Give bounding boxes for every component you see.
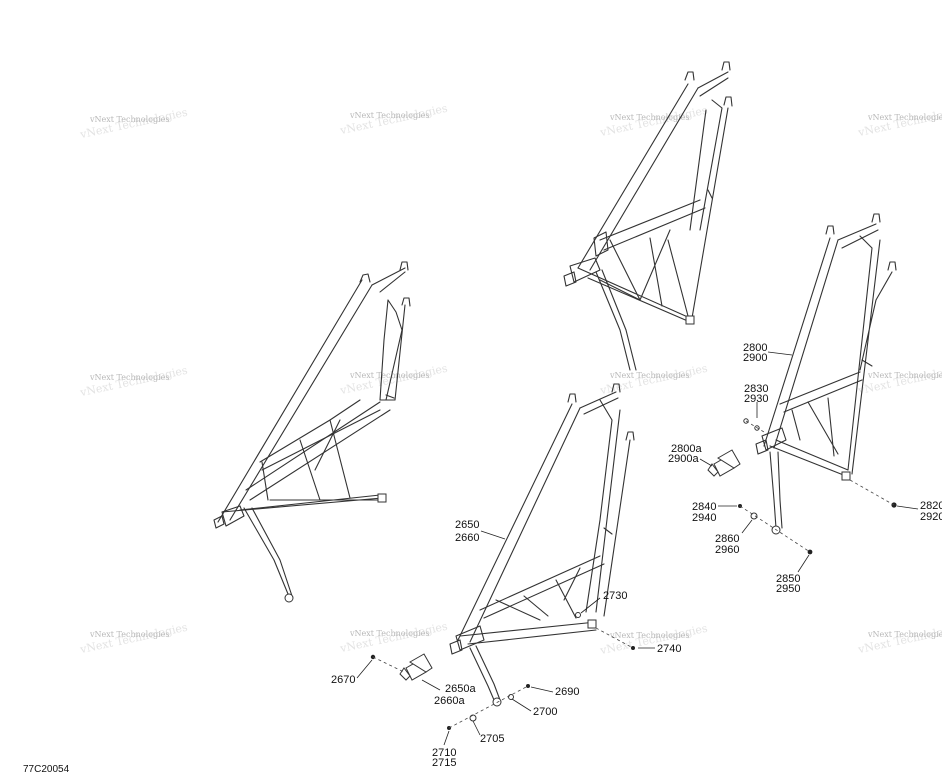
watermark: vNext Technologies vNext Technologies: [338, 620, 449, 656]
watermark-text: vNext Technologies: [867, 113, 942, 122]
label-2650: 2650: [455, 519, 479, 531]
frame-right-foot: [841, 471, 851, 481]
watermark: vNext Technologies vNext Technologies: [598, 104, 709, 140]
label-2860: 2860: [715, 533, 739, 545]
watermark-text: vNext Technologies: [349, 111, 429, 120]
label-2840: 2840: [692, 501, 716, 513]
frame-center-foot: [587, 619, 597, 629]
clip-2730: [575, 612, 581, 618]
label-2740: 2740: [657, 643, 681, 655]
label-2730: 2730: [603, 590, 627, 602]
frame-left: [213, 261, 411, 603]
axis-2740: [595, 627, 634, 649]
watermark: vNext Technologies vNext Technologies: [598, 622, 709, 658]
frame-top: [563, 61, 733, 371]
label-2960: 2960: [715, 544, 739, 556]
watermark-text: vNext Technologies: [609, 371, 689, 380]
frame-center: [449, 383, 635, 707]
label-2690: 2690: [555, 686, 579, 698]
bracket-2650a: [399, 653, 433, 681]
watermark: vNext Technologies vNext Technologies: [338, 102, 449, 138]
label-2660a: 2660a: [434, 695, 465, 707]
leader-lines: [356, 351, 919, 746]
watermark: vNext Technologies vNext Technologies: [78, 106, 189, 142]
label-2705: 2705: [480, 733, 504, 745]
label-2930: 2930: [744, 393, 768, 405]
frame-center-pin: [492, 697, 502, 707]
watermark-text: vNext Technologies: [609, 113, 689, 122]
watermark: vNext Technologies vNext Technologies: [856, 362, 942, 398]
watermark-text: vNext Technologies: [609, 631, 689, 640]
frame-top-foot: [685, 315, 695, 325]
watermark: vNext Technologies vNext Technologies: [78, 621, 189, 657]
bushing-2860: [750, 512, 758, 520]
axis-2850: [739, 505, 811, 553]
watermark-text: vNext Technologies: [867, 371, 942, 380]
label-2800a: 2800a: [671, 443, 702, 455]
watermark-layer: vNext Technologies vNext Technologies vN…: [78, 102, 942, 658]
label-2950: 2950: [776, 583, 800, 595]
watermark-text: vNext Technologies: [89, 630, 169, 639]
watermark-text: vNext Technologies: [89, 373, 169, 382]
washer-2690: [526, 684, 530, 688]
frame-left-foot: [377, 493, 387, 503]
part-labels: 2650 2660 2650a 2660a 2670 2690 2700 270…: [23, 342, 942, 775]
bracket-2800a: [707, 449, 741, 477]
axis-2820: [849, 479, 895, 506]
label-2820: 2820: [920, 500, 942, 512]
label-2850: 2850: [776, 573, 800, 585]
watermark-text: vNext Technologies: [89, 115, 169, 124]
nut-2850: [807, 549, 813, 555]
watermark: vNext Technologies vNext Technologies: [856, 621, 942, 657]
label-2900a: 2900a: [668, 453, 699, 465]
label-2830: 2830: [744, 383, 768, 395]
watermark: vNext Technologies vNext Technologies: [78, 364, 189, 400]
bushing-2705: [469, 714, 477, 722]
axis-2700: [448, 685, 529, 729]
label-2900: 2900: [743, 352, 767, 364]
watermark-text: vNext Technologies: [867, 630, 942, 639]
label-2670: 2670: [331, 674, 355, 686]
label-2920: 2920: [920, 511, 942, 523]
label-2940: 2940: [692, 512, 716, 524]
frame-left-pin: [284, 593, 294, 603]
label-2710: 2710: [432, 747, 456, 759]
hardware-layer: [370, 418, 897, 730]
washer-2700: [508, 694, 514, 700]
drawing-code: 77C20054: [23, 764, 70, 775]
watermark-text: vNext Technologies: [349, 371, 429, 380]
label-2650a: 2650a: [445, 683, 476, 695]
label-2715: 2715: [432, 757, 456, 769]
watermark: vNext Technologies vNext Technologies: [856, 104, 942, 140]
label-2800: 2800: [743, 342, 767, 354]
axis-2670: [372, 656, 405, 673]
label-2700: 2700: [533, 706, 557, 718]
label-2660: 2660: [455, 532, 479, 544]
watermark-text: vNext Technologies: [349, 629, 429, 638]
